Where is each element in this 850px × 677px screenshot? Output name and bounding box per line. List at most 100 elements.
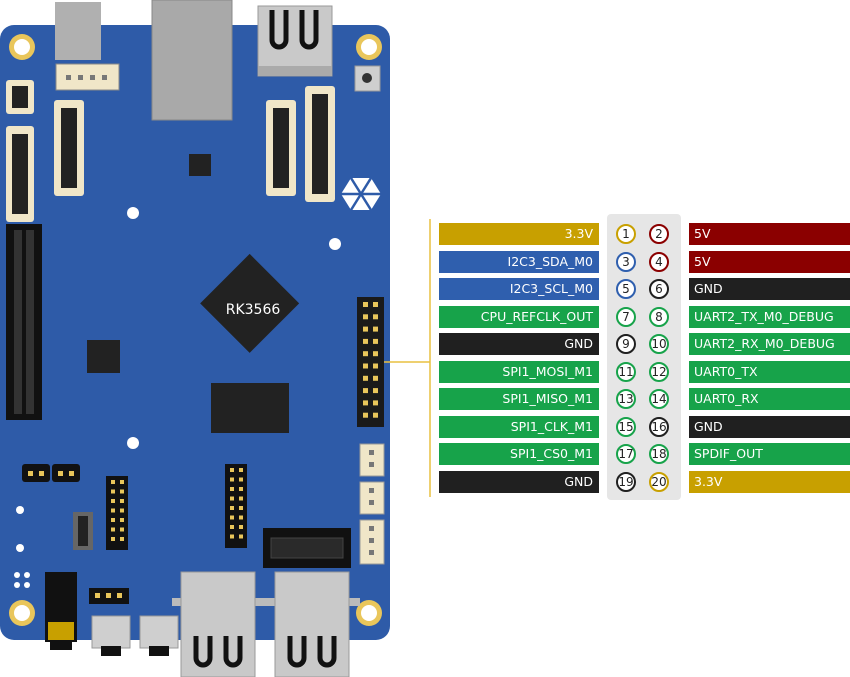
header-pin (363, 400, 368, 406)
header-pin (111, 499, 115, 503)
header-pin (120, 499, 124, 503)
jumper (52, 464, 80, 482)
pin-label-right: 3.3V (689, 470, 850, 493)
pin-label-left: I2C3_SDA_M0 (439, 250, 599, 273)
pin-number-even: 12 (649, 361, 669, 382)
pin-label-left: 3.3V (439, 223, 599, 245)
fpc-connector (266, 100, 296, 196)
header-pin (120, 480, 124, 484)
header-pin (239, 515, 243, 520)
board-dot (16, 544, 24, 552)
soc-chip (200, 253, 300, 353)
pin-number-even: 18 (649, 444, 669, 464)
header-pin (120, 508, 124, 513)
pin-header (225, 464, 247, 548)
header-pin (230, 496, 234, 501)
header-pin (111, 518, 115, 522)
header-pin (230, 468, 234, 472)
mounting-hole-top-right (356, 34, 382, 60)
ram-chip (211, 383, 289, 433)
pin-number-even: 14 (649, 389, 669, 409)
pin-label-left: GND (439, 333, 599, 355)
usb-port-top (257, 5, 333, 77)
header-pin (363, 375, 368, 381)
pin-label-left: SPI1_MOSI_M1 (439, 360, 599, 383)
fpc-connector (305, 86, 335, 202)
pcie-slot (6, 224, 42, 420)
header-pin (373, 302, 378, 307)
pin-label-right: UART2_TX_M0_DEBUG (689, 305, 850, 328)
pin-label-left: GND (439, 470, 599, 493)
board-dot (24, 582, 30, 588)
header-pin (373, 351, 378, 357)
header-pin (230, 506, 234, 510)
fpc-connector (6, 80, 34, 114)
jumper (22, 464, 50, 482)
pin-label-left: SPI1_CLK_M1 (439, 415, 599, 438)
header-pin (239, 468, 243, 472)
pin-label-right: 5V (689, 250, 850, 273)
header-pin (230, 534, 234, 539)
header-pin (111, 527, 115, 532)
jst-connector (359, 443, 385, 477)
pin-label-right: UART0_TX (689, 360, 850, 383)
header-pin (239, 487, 243, 491)
pin-label-right: 5V (689, 223, 850, 245)
pin-number-odd: 11 (616, 361, 636, 382)
header-pin (363, 314, 368, 320)
mounting-hole-bottom-left (9, 600, 35, 626)
header-pin (230, 525, 234, 529)
header-pin (120, 537, 124, 541)
header-pin (120, 489, 124, 494)
jst-connector (359, 519, 385, 565)
logo-icon (341, 177, 381, 211)
chip (87, 340, 120, 373)
header-pin (373, 412, 378, 418)
header-pin (363, 351, 368, 357)
pin-number-odd: 3 (616, 251, 636, 272)
pin-number-odd: 15 (616, 416, 636, 437)
pin-number-odd: 19 (616, 471, 636, 492)
header-pin (239, 506, 243, 510)
pin-number-even: 2 (649, 224, 669, 244)
header-pin (373, 388, 378, 394)
board-dot (16, 506, 24, 514)
pin-number-even: 4 (649, 251, 669, 272)
header-pin (239, 525, 243, 529)
header-pin (363, 388, 368, 394)
pin-label-left: SPI1_MISO_M1 (439, 388, 599, 410)
small-chip (189, 154, 211, 176)
pin-number-odd: 7 (616, 306, 636, 327)
pin-label-left: I2C3_SCL_M0 (439, 278, 599, 300)
pin-number-odd: 13 (616, 389, 636, 409)
header-pin (373, 375, 378, 381)
fpc-connector (6, 126, 34, 222)
board-dot (329, 238, 341, 250)
ethernet-port (151, 0, 233, 121)
soc-label: RK3566 (226, 302, 281, 318)
header-pin (363, 363, 368, 369)
header-pin (239, 477, 243, 482)
header-pin (111, 537, 115, 541)
header-pin (239, 534, 243, 539)
switch (73, 512, 93, 550)
pin-number-even: 10 (649, 334, 669, 354)
usb-port-bottom-left (172, 571, 266, 677)
jst-connector (359, 481, 385, 515)
header-pin (363, 302, 368, 307)
header-pin (373, 314, 378, 320)
header-pin (230, 487, 234, 491)
header-pin (373, 338, 378, 344)
audio-jack (45, 572, 77, 650)
header-pin (230, 515, 234, 520)
pin-number-odd: 1 (616, 224, 636, 244)
button (91, 615, 131, 656)
pin-number-odd: 17 (616, 444, 636, 464)
mounting-hole-top-left (9, 34, 35, 60)
pin-header-small (89, 588, 129, 604)
board-dot (14, 572, 20, 578)
header-pin (120, 527, 124, 532)
header-pin (111, 508, 115, 513)
